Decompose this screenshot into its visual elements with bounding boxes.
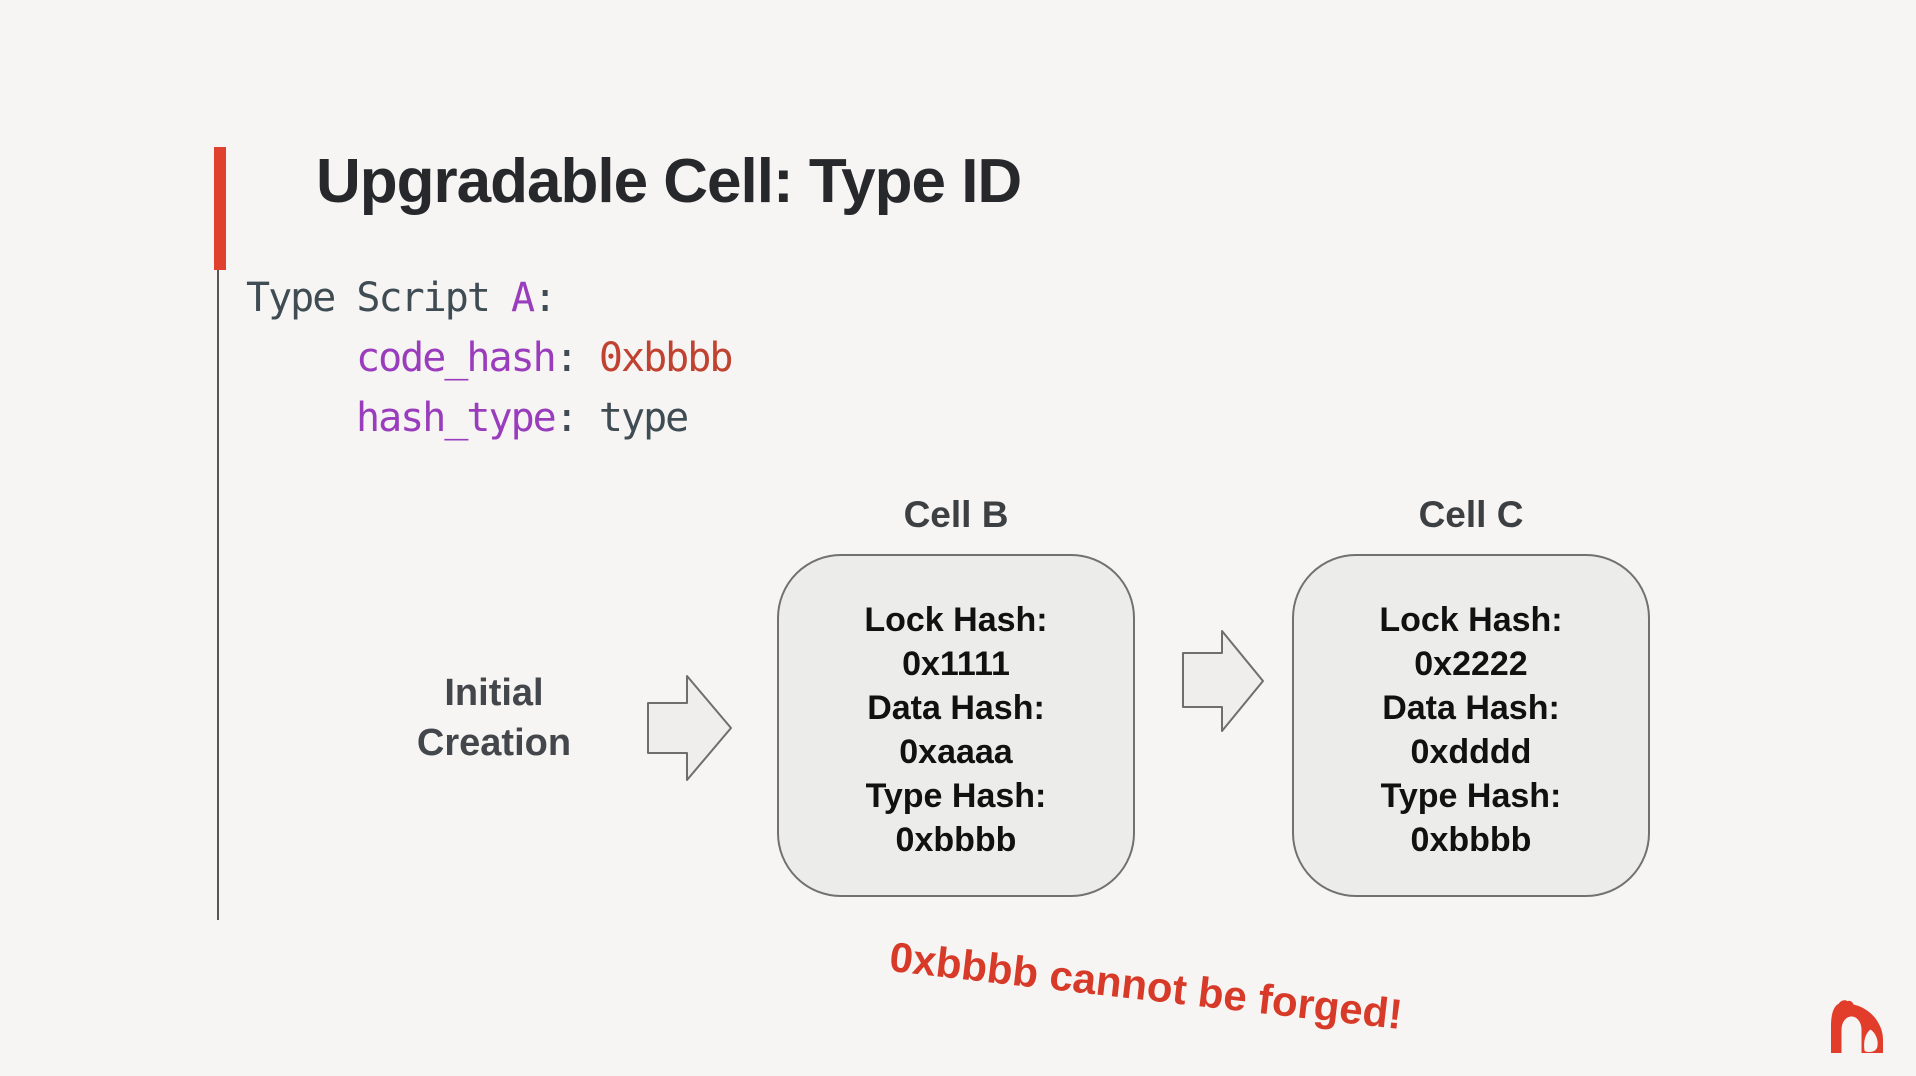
code-line-declaration: Type Script A: — [246, 268, 731, 328]
initial-creation-label-line1: Initial — [444, 672, 544, 714]
block-arrow-right-icon — [647, 675, 732, 781]
initial-creation-label: Initial Creation — [374, 668, 614, 768]
annotation-cannot-be-forged: 0xbbbb cannot be forged! — [887, 932, 1405, 1039]
title-accent-bar — [214, 147, 226, 270]
cell-c-data-hash-label: Data Hash: — [1382, 689, 1560, 727]
code-field-value: 0xbbbb — [598, 335, 733, 381]
cell-c-box: Lock Hash: 0x2222 Data Hash: 0xdddd Type… — [1292, 554, 1650, 897]
cell-c-lock-hash-value: 0x2222 — [1414, 645, 1528, 683]
cell-c-data-hash-value: 0xdddd — [1410, 733, 1532, 771]
page-title: Upgradable Cell: Type ID — [316, 147, 1022, 216]
cell-c-type-hash-label: Type Hash: — [1380, 777, 1562, 815]
block-arrow-right-icon — [1182, 630, 1264, 732]
cell-b-data-hash-value: 0xaaaa — [899, 733, 1013, 771]
cell-b-title: Cell B — [903, 494, 1009, 535]
cell-c-group: Cell C Lock Hash: 0x2222 Data Hash: 0xdd… — [1292, 492, 1650, 897]
code-field-separator: : — [554, 395, 599, 441]
code-declaration-prefix: Type Script — [246, 275, 511, 321]
cell-b-lock-hash-value: 0x1111 — [902, 645, 1010, 683]
cell-b-lock-hash-label: Lock Hash: — [864, 601, 1048, 639]
code-declaration-colon: : — [533, 275, 557, 321]
code-field-key: code_hash — [356, 335, 557, 381]
gorilla-logo-icon — [1831, 1000, 1883, 1053]
code-field-key: hash_type — [356, 395, 557, 441]
cell-b-type-hash-value: 0xbbbb — [895, 821, 1017, 859]
initial-creation-label-line2: Creation — [416, 722, 572, 764]
code-line-code-hash: code_hash: 0xbbbb — [246, 328, 733, 388]
cell-c-title: Cell C — [1418, 494, 1524, 535]
cell-b-data-hash-label: Data Hash: — [867, 689, 1045, 727]
code-script-name: A — [510, 275, 535, 321]
vertical-divider-line — [217, 270, 219, 920]
code-block: Type Script A: code_hash: 0xbbbb hash_ty… — [246, 268, 733, 448]
cell-c-type-hash-value: 0xbbbb — [1410, 821, 1532, 859]
cell-b-group: Cell B Lock Hash: 0x1111 Data Hash: 0xaa… — [777, 492, 1135, 897]
cell-b-type-hash-label: Type Hash: — [865, 777, 1047, 815]
code-field-separator: : — [554, 335, 599, 381]
code-field-value: type — [598, 395, 689, 441]
cell-c-lock-hash-label: Lock Hash: — [1379, 601, 1563, 639]
code-line-hash-type: hash_type: type — [246, 388, 731, 448]
cell-b-box: Lock Hash: 0x1111 Data Hash: 0xaaaa Type… — [777, 554, 1135, 897]
